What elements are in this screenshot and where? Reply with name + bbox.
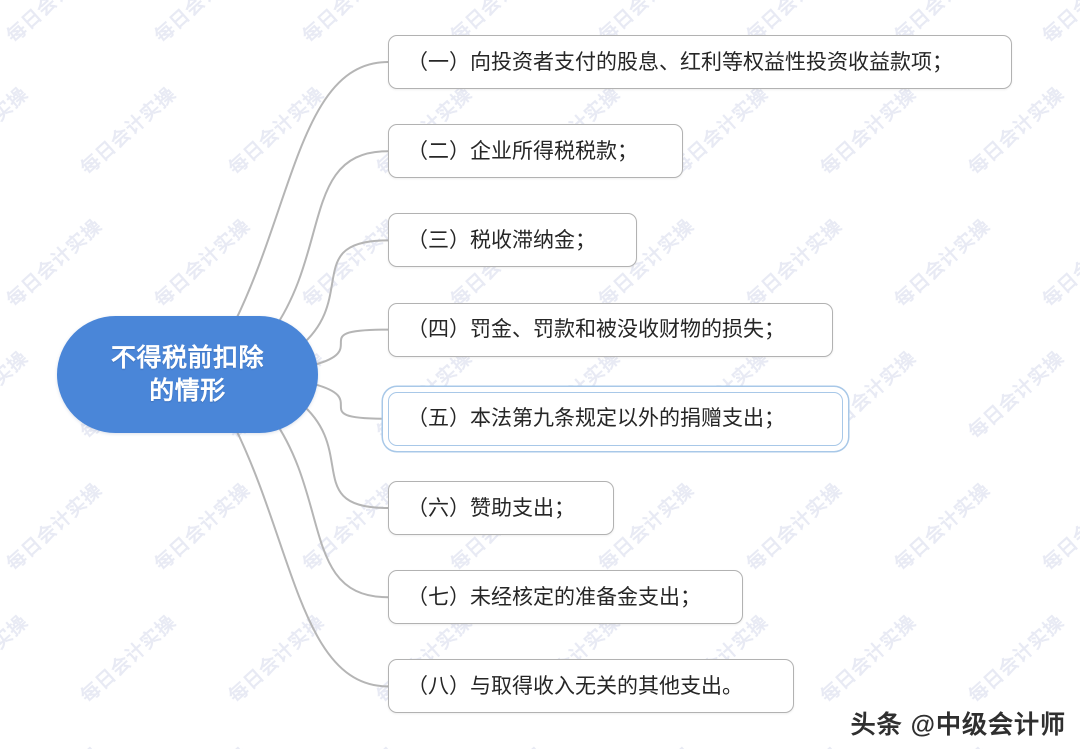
watermark-text: 每日会计实操 xyxy=(1039,215,1080,312)
watermark-text: 每日会计实操 xyxy=(225,611,329,708)
branch-node-label: （三）税收滞纳金； xyxy=(407,228,596,252)
watermark-text: 每日会计实操 xyxy=(296,0,403,48)
watermark-text: 每日会计实操 xyxy=(148,740,255,749)
watermark-text: 每日会计实操 xyxy=(225,83,329,180)
watermark-text: 每日会计实操 xyxy=(743,479,847,576)
root-node-label: 不得税前扣除 的情形 xyxy=(110,343,264,405)
watermark-text: 每日会计实操 xyxy=(891,215,995,312)
branch-node-label: （五）本法第九条规定以外的捐赠支出； xyxy=(407,407,785,431)
watermark-text: 每日会计实操 xyxy=(965,611,1069,708)
watermark-text: 每日会计实操 xyxy=(151,215,255,312)
branch-node[interactable]: （七）未经核定的准备金支出； xyxy=(388,570,743,625)
watermark-text: 每日会计实操 xyxy=(1036,0,1080,48)
branch-node-label: （一）向投资者支付的股息、红利等权益性投资收益款项； xyxy=(407,50,953,74)
watermark-text: 每日会计实操 xyxy=(77,83,181,180)
watermark-text: 每日会计实操 xyxy=(148,0,255,48)
branch-node-label: （四）罚金、罚款和被没收财物的损失； xyxy=(407,318,785,342)
branch-node[interactable]: （三）税收滞纳金； xyxy=(388,213,637,268)
branch-node-label: （六）赞助支出； xyxy=(407,496,575,520)
branch-node[interactable]: （二）企业所得税税款； xyxy=(388,124,683,179)
watermark-text: 每日会计实操 xyxy=(151,479,255,576)
branch-node-label: （七）未经核定的准备金支出； xyxy=(407,585,701,609)
watermark-text: 每日会计实操 xyxy=(3,479,107,576)
branch-node[interactable]: （八）与取得收入无关的其他支出。 xyxy=(388,659,794,714)
branch-node[interactable]: （一）向投资者支付的股息、红利等权益性投资收益款项； xyxy=(388,35,1012,89)
watermark-text: 每日会计实操 xyxy=(965,347,1069,444)
watermark-text: 每日会计实操 xyxy=(817,611,921,708)
branch-node[interactable]: （五）本法第九条规定以外的捐赠支出； xyxy=(388,391,843,446)
watermark-text: 每日会计实操 xyxy=(3,215,107,312)
connector-curve xyxy=(313,383,389,420)
watermark-text: 每日会计实操 xyxy=(0,0,107,48)
branch-node-label: （八）与取得收入无关的其他支出。 xyxy=(407,674,743,698)
watermark-text: 每日会计实操 xyxy=(77,611,181,708)
watermark-text: 每日会计实操 xyxy=(0,611,33,708)
watermark-text: 每日会计实操 xyxy=(888,740,995,749)
watermark-text: 每日会计实操 xyxy=(1036,740,1080,749)
watermark-text: 每日会计实操 xyxy=(1039,479,1080,576)
watermark-text: 每日会计实操 xyxy=(965,83,1069,180)
connector-curve xyxy=(271,417,389,599)
connector-curve xyxy=(234,61,389,322)
watermark-text: 每日会计实操 xyxy=(817,83,921,180)
branch-node[interactable]: （四）罚金、罚款和被没收财物的损失； xyxy=(388,302,833,357)
branch-node-label: （二）企业所得税税款； xyxy=(407,139,638,163)
watermark-text: 每日会计实操 xyxy=(891,479,995,576)
watermark-text: 每日会计实操 xyxy=(0,83,33,180)
connector-curve xyxy=(271,150,389,332)
watermark-text: 每日会计实操 xyxy=(444,740,551,749)
connector-curve xyxy=(234,427,389,688)
watermark-text: 每日会计实操 xyxy=(592,740,699,749)
watermark-text: 每日会计实操 xyxy=(743,215,847,312)
watermark-text: 每日会计实操 xyxy=(0,347,33,444)
watermark-text: 每日会计实操 xyxy=(296,740,403,749)
watermark-text: 每日会计实操 xyxy=(740,740,847,749)
branch-node[interactable]: （六）赞助支出； xyxy=(388,481,614,535)
connector-curve xyxy=(299,401,389,509)
watermark-text: 每日会计实操 xyxy=(0,740,107,749)
root-node[interactable]: 不得税前扣除 的情形 xyxy=(57,316,318,433)
connector-curve xyxy=(299,239,389,348)
connector-curve xyxy=(313,328,389,366)
channel-branding: 头条 @中级会计师 xyxy=(850,711,1066,739)
